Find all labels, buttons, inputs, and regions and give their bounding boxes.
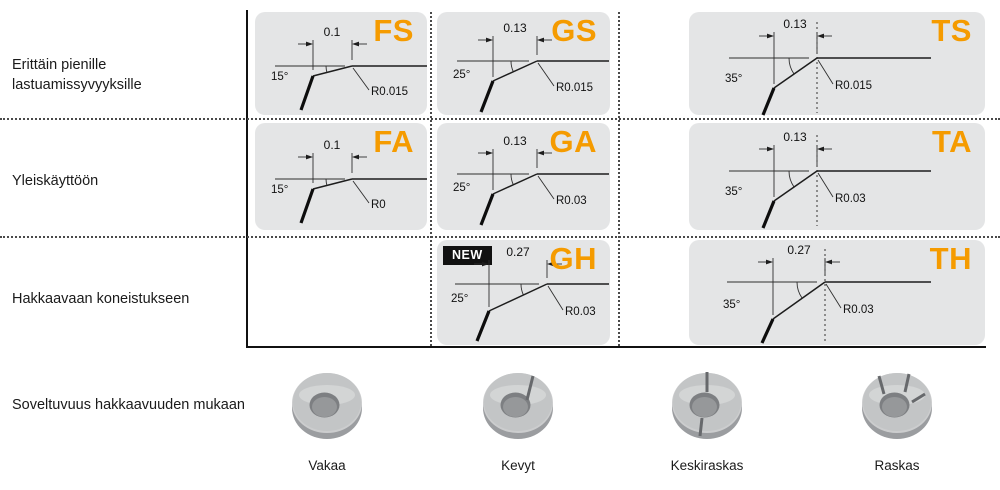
tool-ring-image-raskas [857,366,937,444]
grid-cell-gs: 0.13 25° R0.015 GS [437,12,610,115]
tool-ring-image-vakaa [287,366,367,444]
radius-label: R0.015 [556,82,593,94]
footer-item-label-raskas: Raskas [874,458,920,473]
grid-cell-fs: 0.1 15° R0.015 FS [255,12,427,115]
grid-cell-gh: NEW 0.27 25° R0.03 GH [437,240,610,345]
grade-code-gs: GS [551,13,597,48]
row-label-interrupted: Hakkaavaan koneistukseen [12,291,190,307]
dimension-label: 0.13 [783,17,807,31]
edge-profile-lines [729,22,931,116]
dimension-label: 0.27 [506,245,530,259]
tool-ring-image-kevyt [478,366,558,444]
edge-profile-lines [457,149,609,226]
row-label-suitability: Soveltuvuus hakkaavuuden mukaan [12,397,245,413]
axis-vertical-line [246,10,248,347]
cutting-edge-diagram-gh: 0.27 25° R0.03 [451,245,609,342]
angle-label: 35° [723,299,740,311]
cutting-edge-diagram-ta: 0.13 35° R0.03 [725,130,931,229]
edge-profile-lines [455,260,609,342]
grade-code-ta: TA [931,124,972,159]
grade-code-ga: GA [549,124,597,159]
angle-label: 35° [725,73,742,85]
dimension-label: 0.13 [783,130,807,144]
grade-code-gh: GH [549,241,597,276]
edge-profile-lines [457,36,609,113]
edge-profile-lines [275,40,427,111]
footer-item-label-kevyt: Kevyt [501,458,535,473]
angle-label: 25° [453,69,470,81]
dimension-label: 0.27 [787,244,811,257]
grid-cell-fa: 0.1 15° R0 FA [255,123,427,230]
cutting-edge-diagram-gs: 0.13 25° R0.015 [453,21,609,113]
row-label-general-use: Yleiskäyttöön [12,173,99,189]
grid-cell-th: 0.27 35° R0.03 TH [689,240,985,345]
angle-label: 15° [271,71,288,83]
angle-label: 15° [271,184,288,196]
grade-code-th: TH [929,241,972,276]
axis-horizontal-line [246,346,986,348]
angle-label: 25° [453,182,470,194]
row-label-small-depth: Erittäin pienille lastuamissyvyyksille [12,57,142,93]
dimension-label: 0.1 [324,25,341,39]
radius-label: R0.03 [843,304,874,316]
grade-code-fa: FA [373,124,414,159]
grade-code-fs: FS [373,13,414,48]
edge-profile-lines [275,153,427,224]
edge-profile-lines [727,249,931,344]
angle-label: 35° [725,186,742,198]
angle-label: 25° [451,293,468,305]
grid-cell-ts: 0.13 35° R0.015 TS [689,12,985,116]
dimension-label: 0.13 [503,134,527,148]
cutting-edge-diagram-ts: 0.13 35° R0.015 [725,17,931,116]
radius-label: R0.03 [556,195,587,207]
footer-item-label-vakaa: Vakaa [308,458,346,473]
radius-label: R0.03 [835,193,866,205]
cutting-edge-diagram-ga: 0.13 25° R0.03 [453,134,609,226]
radius-label: R0.03 [565,306,596,318]
grid-cell-ta: 0.13 35° R0.03 TA [689,123,985,230]
cutting-edge-diagram-fa: 0.1 15° R0 [271,138,427,224]
cutting-edge-diagram-fs: 0.1 15° R0.015 [271,25,427,111]
dimension-label: 0.1 [324,138,341,152]
new-badge: NEW [443,246,492,265]
grid-cell-ga: 0.13 25° R0.03 GA [437,123,610,230]
grade-code-ts: TS [931,13,972,48]
column-divider-2 [618,12,620,346]
dimension-label: 0.13 [503,21,527,35]
radius-label: R0.015 [371,86,408,98]
cutting-edge-diagram-th: 0.27 35° R0.03 [723,244,931,344]
radius-label: R0.015 [835,80,872,92]
row-divider-1 [0,118,1000,120]
tool-ring-image-keskiraskas [667,366,747,444]
row-divider-2 [0,236,1000,238]
column-divider-1 [430,12,432,346]
footer-item-label-keskiraskas: Keskiraskas [670,458,744,473]
edge-profile-lines [729,135,931,229]
radius-label: R0 [371,199,386,211]
